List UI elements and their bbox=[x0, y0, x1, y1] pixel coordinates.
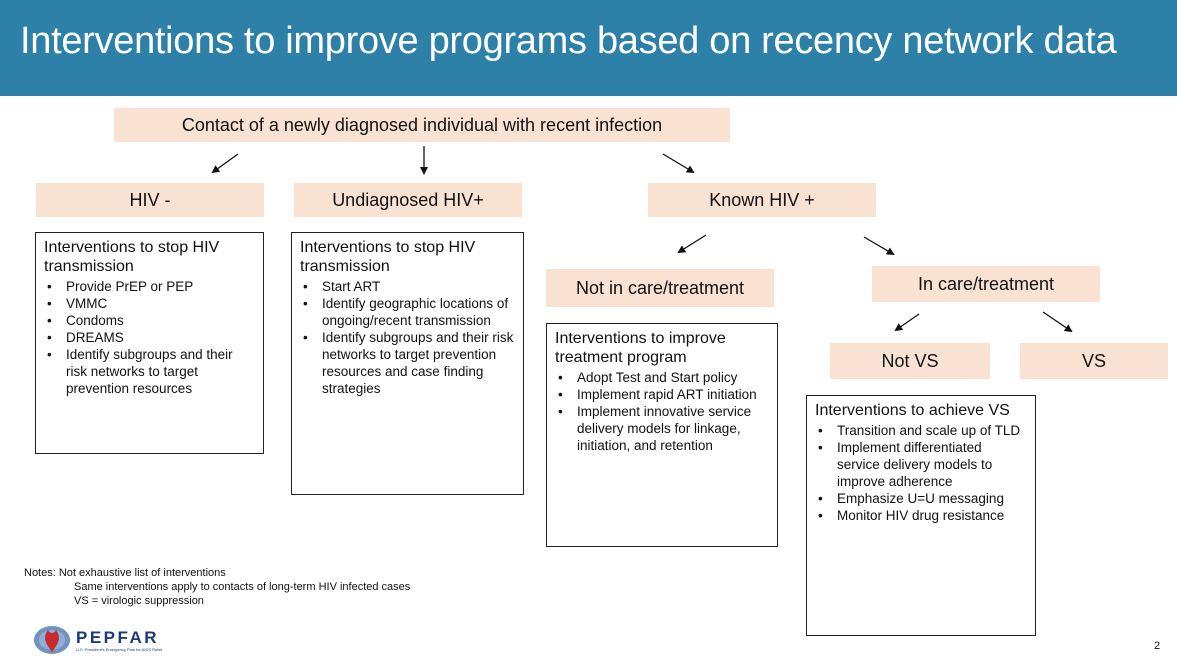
intervention-list: Provide PrEP or PEP VMMC Condoms DREAMS … bbox=[44, 278, 255, 397]
list-item: Identify subgroups and their risk networ… bbox=[300, 329, 515, 397]
undiagnosed-interventions-box: Interventions to stop HIV transmission S… bbox=[291, 232, 524, 495]
list-item: Monitor HIV drug resistance bbox=[815, 507, 1027, 524]
list-item: DREAMS bbox=[44, 329, 255, 346]
intervention-list: Transition and scale up of TLD Implement… bbox=[815, 422, 1027, 524]
list-item: Identify geographic locations of ongoing… bbox=[300, 295, 515, 329]
list-item: Identify subgroups and their risk networ… bbox=[44, 346, 255, 397]
list-item: Emphasize U=U messaging bbox=[815, 490, 1027, 507]
box-title: Interventions to stop HIV transmission bbox=[44, 239, 220, 275]
root-node: Contact of a newly diagnosed individual … bbox=[114, 108, 730, 142]
list-item: Transition and scale up of TLD bbox=[815, 422, 1027, 439]
box-title: Interventions to stop HIV transmission bbox=[300, 239, 476, 275]
arrow-in-care-to-not-vs bbox=[894, 313, 920, 332]
title-banner bbox=[0, 0, 1177, 96]
list-item: Implement rapid ART initiation bbox=[555, 386, 769, 403]
pepfar-logo-subtext: U.S. President's Emergency Plan for AIDS… bbox=[76, 647, 163, 652]
not-in-care-node: Not in care/treatment bbox=[546, 269, 774, 307]
intervention-list: Adopt Test and Start policy Implement ra… bbox=[555, 369, 769, 454]
box-title: Interventions to improve treatment progr… bbox=[555, 330, 726, 366]
pepfar-logo-text: PEPFAR bbox=[76, 628, 160, 647]
intervention-list: Start ART Identify geographic locations … bbox=[300, 278, 515, 397]
known-hiv-positive-node: Known HIV + bbox=[648, 183, 876, 217]
arrow-known-to-in-care bbox=[863, 236, 895, 256]
arrow-root-to-known-pos bbox=[662, 153, 695, 174]
list-item: Condoms bbox=[44, 312, 255, 329]
list-item: Adopt Test and Start policy bbox=[555, 369, 769, 386]
not-vs-node: Not VS bbox=[830, 343, 990, 379]
undiagnosed-hiv-positive-node: Undiagnosed HIV+ bbox=[294, 183, 522, 217]
notes-line-3: VS = virologic suppression bbox=[74, 595, 204, 607]
arrow-in-care-to-vs bbox=[1042, 311, 1073, 333]
list-item: Provide PrEP or PEP bbox=[44, 278, 255, 295]
arrow-root-to-hiv-neg bbox=[211, 153, 239, 174]
pepfar-logo-icon bbox=[32, 624, 72, 656]
hiv-negative-interventions-box: Interventions to stop HIV transmission P… bbox=[35, 232, 264, 454]
vs-node: VS bbox=[1020, 343, 1168, 379]
page-title: Interventions to improve programs based … bbox=[20, 20, 1117, 62]
box-title: Interventions to achieve VS bbox=[815, 402, 1010, 419]
list-item: Start ART bbox=[300, 278, 515, 295]
arrow-known-to-not-in-care bbox=[677, 234, 707, 254]
in-care-node: In care/treatment bbox=[872, 266, 1100, 302]
hiv-negative-node: HIV - bbox=[36, 183, 264, 217]
page-number: 2 bbox=[1154, 640, 1161, 652]
list-item: VMMC bbox=[44, 295, 255, 312]
list-item: Implement innovative service delivery mo… bbox=[555, 403, 769, 454]
notes-line-2: Same interventions apply to contacts of … bbox=[74, 581, 411, 593]
notes-line-1: Notes: Not exhaustive list of interventi… bbox=[24, 567, 226, 579]
not-vs-interventions-box: Interventions to achieve VS Transition a… bbox=[806, 395, 1036, 636]
not-in-care-interventions-box: Interventions to improve treatment progr… bbox=[546, 323, 778, 547]
list-item: Implement differentiated service deliver… bbox=[815, 439, 1027, 490]
